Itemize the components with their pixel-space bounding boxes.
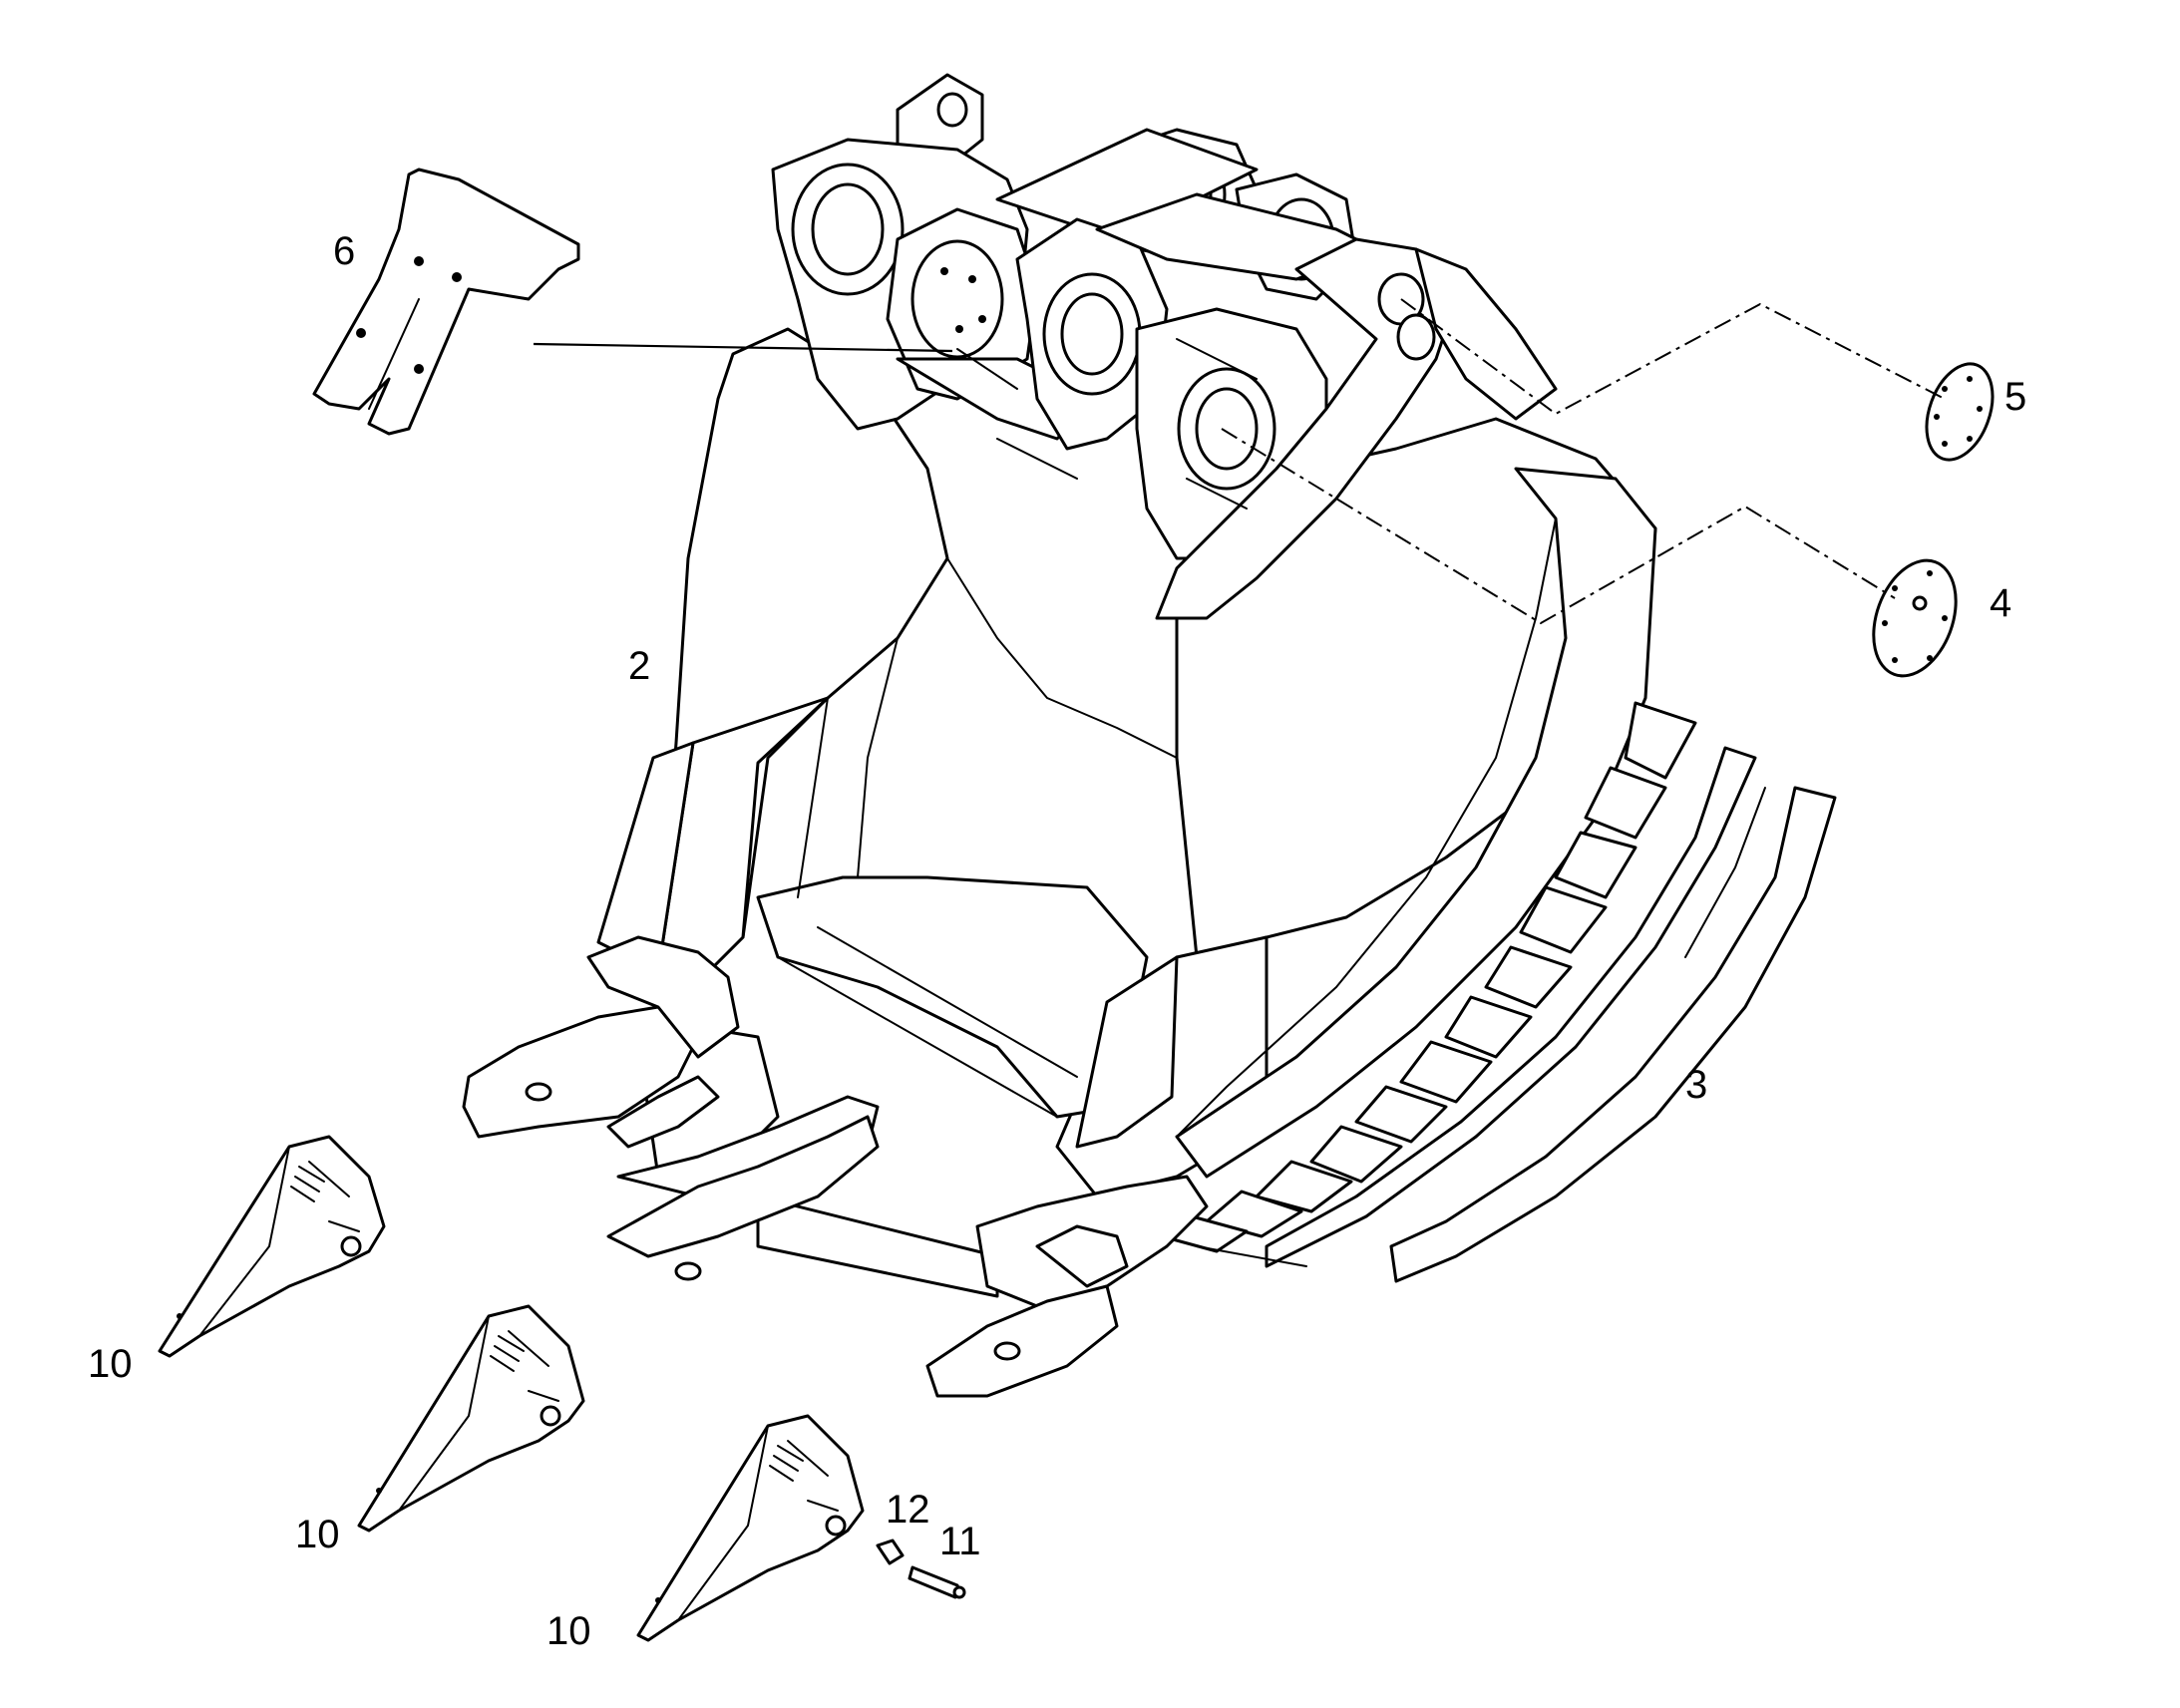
callout-item-6: 6 bbox=[333, 229, 356, 273]
tooth-item-10-a bbox=[158, 1135, 386, 1358]
callout-item-4: 4 bbox=[1990, 581, 2012, 625]
wear-plate-item-6 bbox=[312, 168, 580, 436]
pin-item-11 bbox=[908, 1565, 966, 1599]
callout-item-10-b: 10 bbox=[295, 1513, 340, 1556]
retainer-item-12 bbox=[876, 1538, 905, 1565]
callout-item-5: 5 bbox=[2004, 375, 2027, 419]
pin-disc-item-4 bbox=[1872, 558, 1958, 678]
callout-item-3: 3 bbox=[1685, 1063, 1708, 1107]
callout-item-11: 11 bbox=[939, 1520, 981, 1563]
tooth-item-10-c bbox=[636, 1414, 865, 1642]
callout-item-2: 2 bbox=[628, 644, 651, 688]
callout-item-10-c: 10 bbox=[546, 1609, 591, 1653]
hinge-assembly bbox=[771, 73, 1558, 620]
tooth-adapters bbox=[462, 935, 1209, 1398]
tooth-item-10-b bbox=[357, 1304, 585, 1533]
callout-item-10-a: 10 bbox=[88, 1342, 133, 1386]
callout-item-12: 12 bbox=[886, 1488, 930, 1532]
leader-lines bbox=[533, 298, 1946, 625]
wear-strips bbox=[1160, 701, 1837, 1283]
pin-disc-item-5 bbox=[1925, 362, 1995, 462]
